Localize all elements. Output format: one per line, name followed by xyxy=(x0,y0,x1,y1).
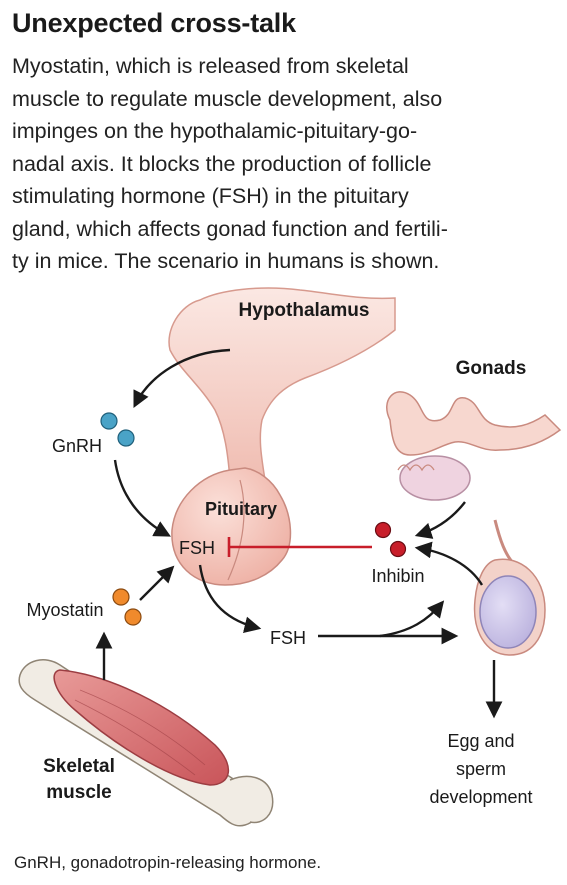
myostatin-molecules xyxy=(112,588,142,626)
inhibin-label: Inhibin xyxy=(371,566,424,586)
hypothalamus-label: Hypothalamus xyxy=(239,300,370,321)
skeletal-muscle-label-line2: muscle xyxy=(46,782,111,803)
ovary-illustration xyxy=(386,391,562,501)
gnrh-label: GnRH xyxy=(52,436,102,456)
footnote: GnRH, gonadotropin-releasing hormone. xyxy=(14,853,322,872)
skeletal-muscle-illustration xyxy=(18,659,274,827)
myostatin-to-pituitary-arrow xyxy=(139,565,175,601)
outcome-label-line2: sperm xyxy=(456,759,506,779)
fsh-in-pituitary-label: FSH xyxy=(179,538,215,558)
myostatin-label: Myostatin xyxy=(26,600,103,620)
testis-to-inhibin-arrow xyxy=(414,541,484,586)
outcome-label-line3: development xyxy=(429,787,532,807)
ovary-to-inhibin-arrow xyxy=(414,501,466,539)
intro-line: gland, which affects gonad function and … xyxy=(12,216,448,241)
fsh-to-ovary-arrow xyxy=(379,600,445,638)
inhibin-molecules xyxy=(374,521,407,558)
gnrh-molecules xyxy=(100,412,135,447)
pituitary-label: Pituitary xyxy=(205,499,277,519)
outcome-label-line1: Egg and xyxy=(447,731,514,751)
intro-paragraph: Myostatin, which is released from skelet… xyxy=(12,50,557,278)
intro-line: Myostatin, which is released from skelet… xyxy=(12,54,409,78)
testis-illustration xyxy=(473,519,546,656)
intro-line: nadal axis. It blocks the production of … xyxy=(12,151,432,176)
figure-title: Unexpected cross-talk xyxy=(12,8,296,38)
intro-line: muscle to regulate muscle development, a… xyxy=(12,86,443,111)
pituitary-to-fsh-arrow xyxy=(198,564,262,633)
hypothalamus-to-gnrh-arrow xyxy=(133,348,231,409)
hypothalamus-pituitary-illustration xyxy=(168,287,396,586)
intro-line: impinges on the hypothalamic-pituitary-g… xyxy=(12,119,418,143)
intro-line: stimulating hormone (FSH) in the pituita… xyxy=(12,184,409,208)
gonads-label: Gonads xyxy=(456,358,527,379)
skeletal-muscle-label-line1: Skeletal xyxy=(43,756,115,777)
fsh-released-label: FSH xyxy=(270,628,306,648)
inhibin-blocks-fsh-line xyxy=(227,537,372,557)
gnrh-to-pituitary-arrow xyxy=(113,459,171,537)
intro-line: ty in mice. The scenario in humans is sh… xyxy=(12,249,440,273)
